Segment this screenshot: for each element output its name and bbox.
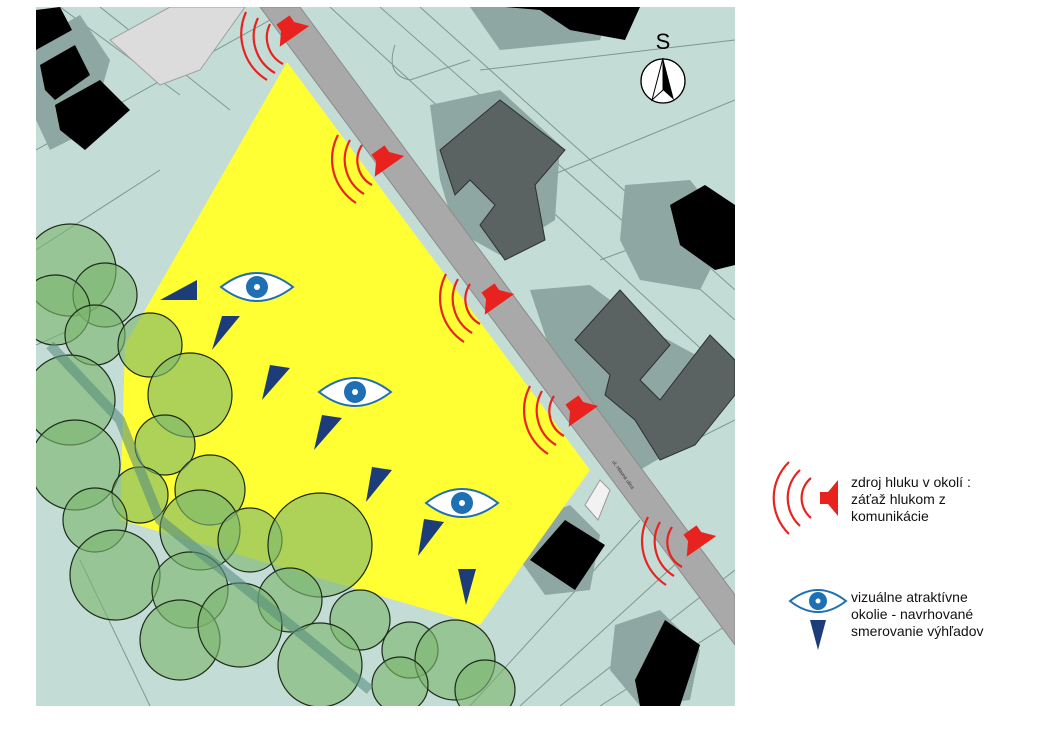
compass: S — [640, 29, 686, 104]
legend-noise-line: zdroj hluku v okolí : — [851, 474, 971, 490]
noise-icon — [276, 15, 310, 47]
legend-view-line: okolie - navrhované — [851, 606, 974, 622]
eye-icon — [219, 272, 295, 302]
view-direction-arrows — [160, 280, 476, 605]
legend-noise-line: komunikácie — [851, 508, 929, 524]
black-buildings — [36, 7, 735, 706]
noise-source-icons — [240, 11, 717, 586]
building-grey-2 — [574, 289, 735, 461]
legend-view-line: smerovanie výhľadov — [851, 623, 984, 639]
legend-noise-icon — [772, 461, 838, 535]
compass-label: S — [656, 29, 671, 54]
noise-icon — [481, 283, 515, 315]
eye-icon — [317, 377, 393, 407]
legend-noise-line: záťaž hlukom z — [851, 491, 946, 507]
legend-noise-text: zdroj hluku v okolí : záťaž hlukom z kom… — [851, 474, 971, 525]
building-grey-1 — [439, 99, 566, 261]
legend-view-text: vizuálne atraktívne okolie - navrhované … — [851, 589, 983, 640]
legend-eye-icon — [788, 589, 848, 613]
building-light-grey — [109, 7, 246, 86]
eye-icon — [424, 488, 500, 518]
legend-view-line: vizuálne atraktívne — [851, 589, 968, 605]
tree-cluster — [36, 223, 516, 706]
view-eye-icons — [219, 272, 500, 518]
noise-icon — [683, 525, 717, 557]
noise-icon — [565, 395, 599, 427]
noise-icon — [371, 145, 405, 177]
legend-view-arrow-icon — [810, 620, 826, 650]
